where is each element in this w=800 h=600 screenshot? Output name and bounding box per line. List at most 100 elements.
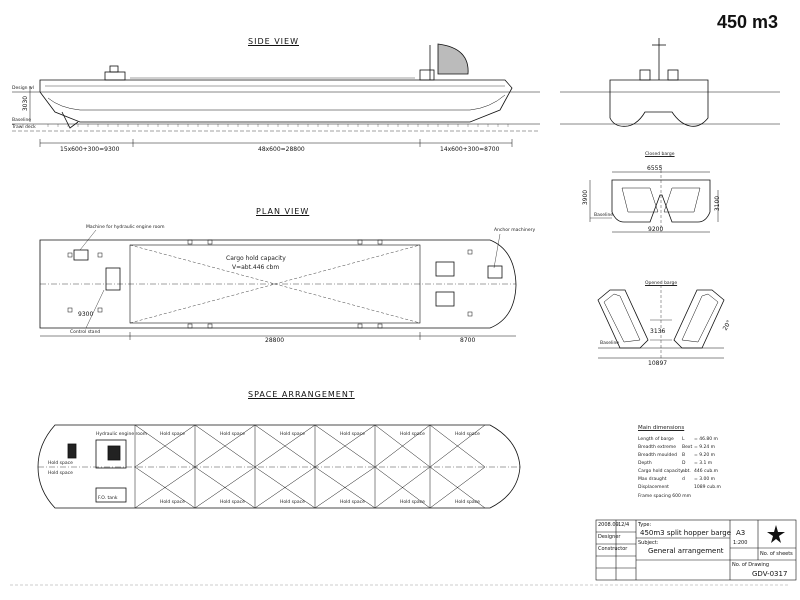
side-dim-fwd: 14x600+300=8700 (440, 146, 500, 153)
bollard (377, 323, 383, 329)
title-block-frame (595, 519, 797, 581)
dimension-name: Breadth extreme (638, 445, 677, 450)
tb-type-label: Type: (638, 522, 652, 528)
frame-spacing-label: Frame spacing 600 mm (638, 494, 692, 499)
hold-space-label: Hold space (220, 432, 245, 437)
space-arrangement (37, 424, 521, 509)
hold-space-label: Hold space (280, 432, 305, 437)
control-stand-callout: Control stand (70, 330, 101, 335)
bollard (97, 307, 103, 313)
closed-inner-dim: 3100 (714, 195, 722, 212)
compartment-line (314, 466, 376, 509)
compartment-line (194, 466, 256, 509)
side-view-title: SIDE VIEW (248, 37, 299, 46)
closed-height-dim: 3900 (582, 189, 590, 206)
compartment-line (374, 466, 431, 509)
bollard (467, 311, 473, 317)
bollard (357, 323, 363, 329)
bollard (67, 252, 73, 258)
compartment-line (134, 466, 196, 509)
trawl-deck-label: Trawl deck (12, 125, 36, 130)
tb-drawing-label: No. of Drawing (732, 562, 770, 568)
compartment-line (314, 424, 376, 468)
hold-space-label: Hold space (48, 461, 73, 466)
dimension-name: Breadth moulded (638, 453, 677, 458)
hold-volume-label: V=abt.446 cbm (232, 264, 280, 271)
tb-sheets-label: No. of sheets (760, 551, 793, 557)
bollard (207, 323, 213, 329)
compartment-line (254, 424, 316, 468)
dimension-value: 446 cub.m (694, 469, 719, 474)
dimension-name: Cargo hold capacity (638, 469, 683, 474)
dimension-symbol: B (682, 453, 686, 458)
tb-subject-value: General arrangement (648, 547, 724, 555)
compartment-line (134, 424, 196, 468)
dimension-name: Length of barge (638, 437, 674, 442)
compartment-line (194, 424, 256, 468)
plan-view-title: PLAN VIEW (256, 207, 310, 216)
compartment-line (429, 424, 486, 468)
tb-drawing-number: GDV-0317 (752, 570, 788, 578)
hold-space-label: Hold space (400, 432, 425, 437)
bollard (467, 249, 473, 255)
bollard (187, 239, 193, 245)
plan-view (39, 229, 517, 340)
hold-space-label: Hold space (340, 432, 365, 437)
opened-height-dim: 3136 (650, 328, 666, 335)
company-logo (767, 525, 785, 543)
tb-subject-label: Subject: (638, 540, 659, 546)
tb-format: A3 (736, 529, 746, 537)
closed-width-dim: 9200 (648, 226, 664, 233)
tb-rev: 12/4 (618, 522, 630, 528)
opened-width-dim: 10897 (648, 360, 668, 367)
dimension-name: Displacement (638, 485, 669, 490)
tb-date: 2008.09 (598, 522, 619, 528)
bollard (67, 307, 73, 313)
closed-baseline-label: Baseline (594, 213, 614, 218)
end-view (560, 38, 780, 127)
hold-space-label: Hold space (160, 432, 185, 437)
dimension-symbol: L (682, 437, 685, 442)
side-view (12, 43, 540, 147)
engine-room-label: Hydraulic engine room (96, 432, 148, 437)
plan-dim-mid: 28800 (265, 337, 285, 344)
opened-barge-label: Opened barge (645, 281, 678, 286)
bollard (207, 239, 213, 245)
fuel-tank-label: F.O. tank (98, 496, 118, 501)
section-closed (589, 165, 719, 233)
compartment-line (254, 466, 316, 509)
hold-space-label: Hold space (455, 432, 480, 437)
dimension-name: Depth (638, 461, 652, 466)
section-opened (597, 285, 725, 360)
hold-space-label: Hold space (48, 471, 73, 476)
hold-space-label: Hold space (340, 500, 365, 505)
side-height-dim: 3030 (22, 95, 30, 112)
hold-space-label: Hold space (160, 500, 185, 505)
design-wl-label: Design wl (12, 86, 34, 91)
hold-space-label: Hold space (455, 500, 480, 505)
compartment-line (374, 424, 431, 468)
bollard (187, 323, 193, 329)
dimension-symbol: d (682, 477, 685, 482)
dimension-value: = 3.00 m (694, 477, 716, 482)
dimension-name: Max draught (638, 477, 667, 482)
compartment-line (429, 466, 486, 509)
opened-baseline-label: Baseline (600, 341, 620, 346)
plan-dim-aft: 9300 (78, 311, 94, 318)
space-arrangement-title: SPACE ARRANGEMENT (248, 390, 355, 399)
closed-top-dim: 6555 (647, 165, 663, 172)
tb-designer: Designer (598, 534, 621, 540)
dimension-value: = 9.24 m (694, 445, 716, 450)
dimension-symbol: abt. (682, 469, 691, 474)
side-dim-mid: 48x600=28800 (258, 146, 305, 153)
tb-scale: 1:200 (733, 540, 748, 546)
bollard (357, 239, 363, 245)
dimension-value: = 9.20 m (694, 453, 716, 458)
hold-capacity-label: Cargo hold capacity (226, 255, 286, 262)
tb-constructor: Constructor (598, 546, 628, 552)
plan-dim-fwd: 8700 (460, 337, 476, 344)
dimension-value: = 46.80 m (694, 437, 718, 442)
dimension-value: 1089 cub.m (694, 485, 721, 490)
